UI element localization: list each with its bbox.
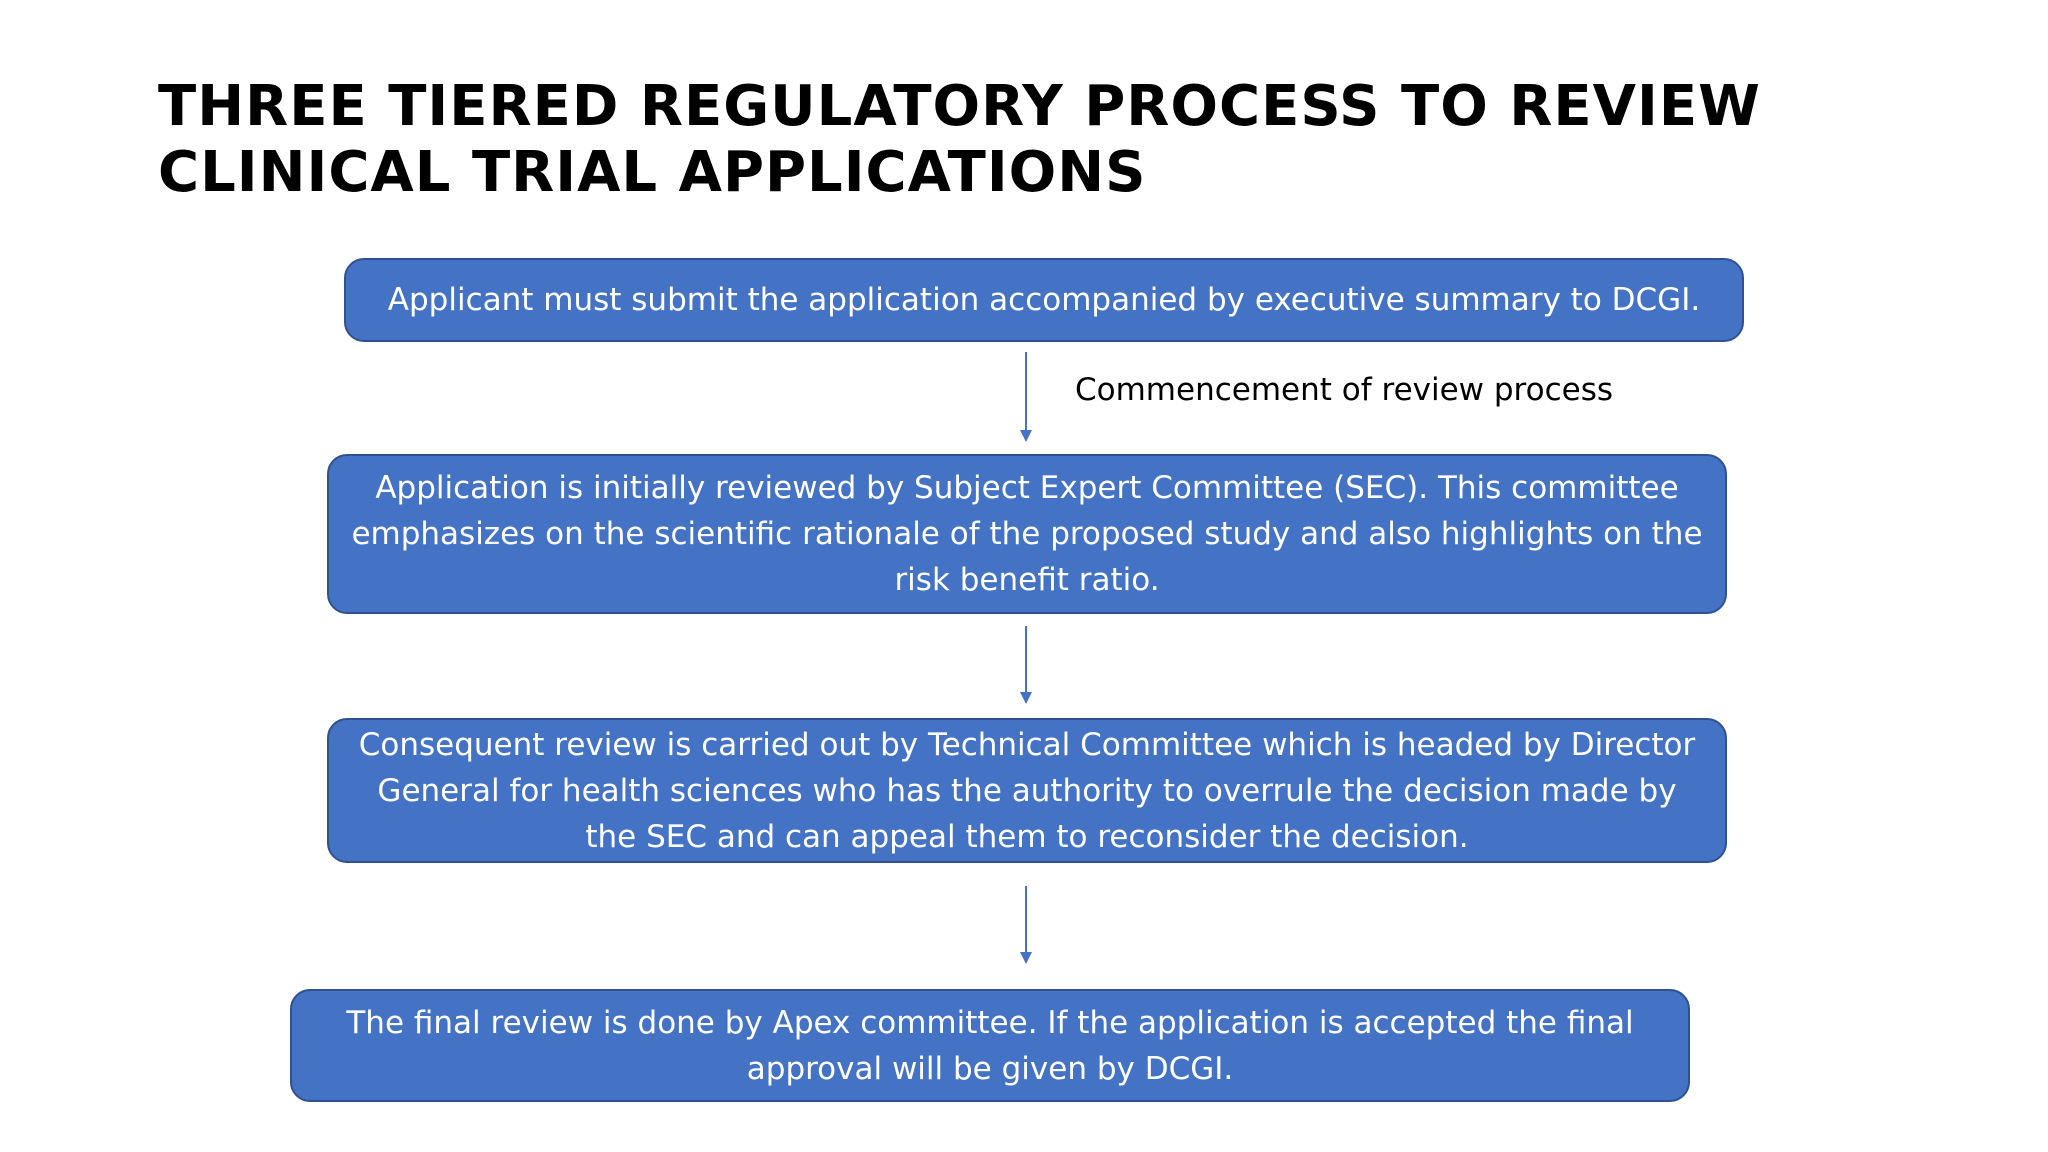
flow-step-text: Applicant must submit the application ac… (387, 282, 1701, 318)
flow-step-text: approval will be given by DCGI. (746, 1050, 1234, 1087)
flow-step-text: The final review is done by Apex committ… (346, 1004, 1634, 1041)
flow-step-text: Application is initially reviewed by Sub… (375, 470, 1679, 506)
down-arrow-icon (1014, 886, 1038, 964)
flow-step-technical-review: Consequent review is carried out by Tech… (327, 718, 1727, 863)
slide-title: THREE TIERED REGULATORY PROCESS TO REVIE… (158, 74, 1938, 206)
flow-step-text: the SEC and can appeal them to reconside… (585, 818, 1469, 855)
down-arrow-icon (1014, 626, 1038, 704)
flow-step-text: risk benefit ratio. (894, 562, 1160, 598)
down-arrow-icon (1014, 352, 1038, 442)
slide-title-line: THREE TIERED REGULATORY PROCESS TO REVIE… (158, 74, 1761, 139)
flow-step-text: Consequent review is carried out by Tech… (358, 726, 1696, 763)
flow-step-apex-review: The final review is done by Apex committ… (290, 989, 1690, 1102)
flow-step-submission: Applicant must submit the application ac… (344, 258, 1744, 342)
flow-step-sec-review: Application is initially reviewed by Sub… (327, 454, 1727, 614)
connector-label: Commencement of review process (1075, 372, 1614, 408)
slide-title-line: CLINICAL TRIAL APPLICATIONS (158, 140, 1147, 205)
flow-step-text: emphasizes on the scientific rationale o… (351, 516, 1703, 552)
flow-step-text: General for health sciences who has the … (377, 772, 1677, 809)
